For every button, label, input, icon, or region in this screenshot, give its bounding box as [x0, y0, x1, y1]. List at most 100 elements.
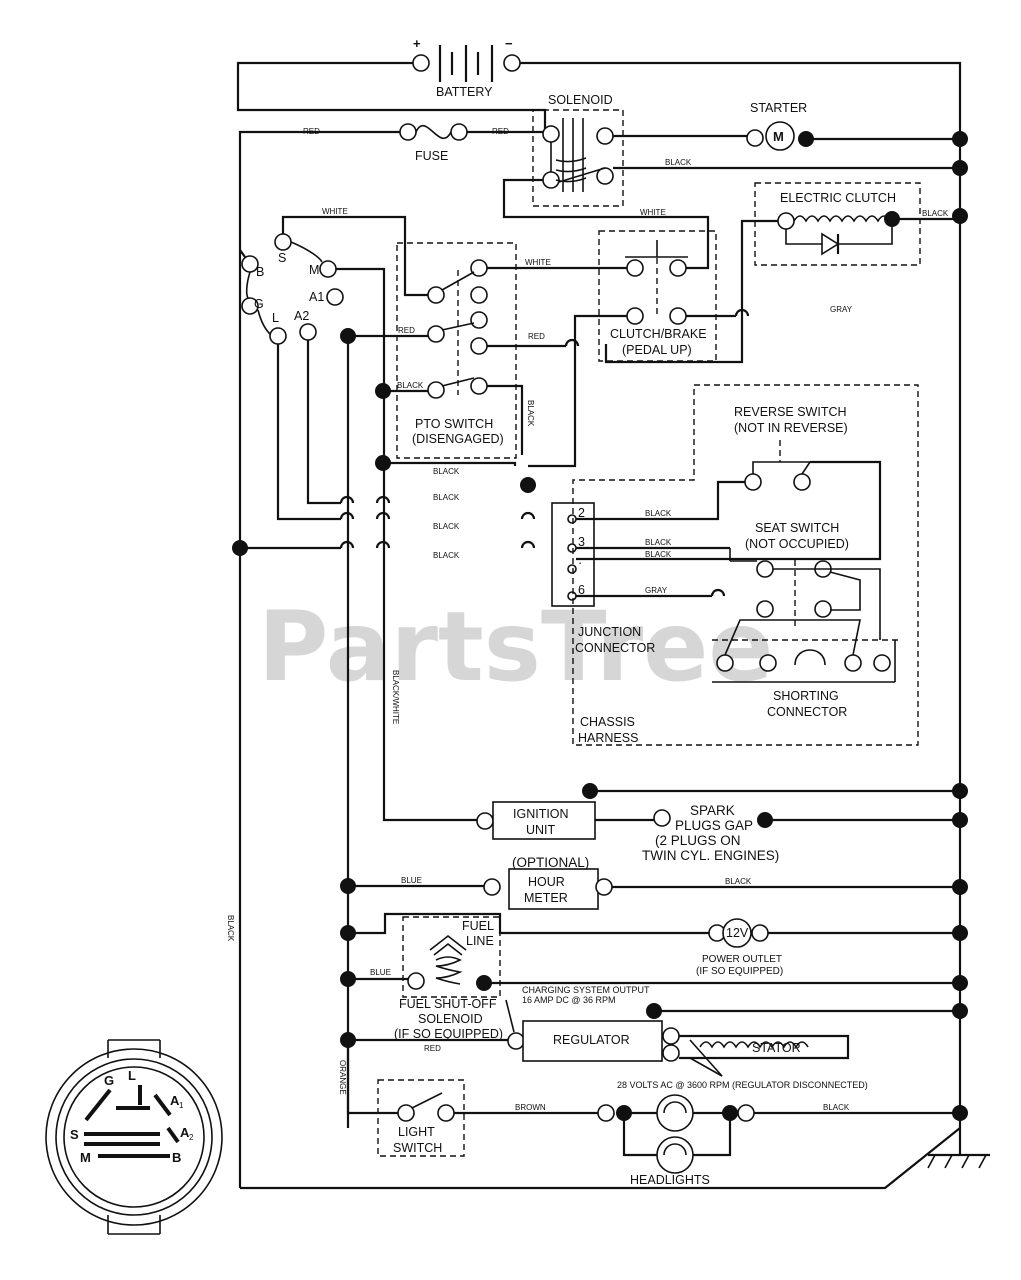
- svg-text:CONNECTOR: CONNECTOR: [767, 705, 847, 719]
- svg-text:RED: RED: [424, 1044, 441, 1053]
- svg-text:LINE: LINE: [466, 934, 494, 948]
- svg-text:RED: RED: [398, 326, 415, 335]
- seat-switch: SEAT SWITCH (NOT OCCUPIED): [729, 521, 881, 640]
- svg-text:TWIN CYL. ENGINES): TWIN CYL. ENGINES): [642, 848, 779, 863]
- svg-text:WHITE: WHITE: [640, 208, 666, 217]
- svg-text:2: 2: [189, 1133, 194, 1142]
- svg-text:L: L: [128, 1068, 136, 1083]
- stator-label: STATOR: [752, 1041, 801, 1055]
- electric-clutch-label: ELECTRIC CLUTCH: [780, 191, 896, 205]
- svg-text:BLACK: BLACK: [645, 538, 672, 547]
- svg-text:1: 1: [179, 1101, 184, 1110]
- fuel-shutoff-solenoid: FUEL LINE BLUE FUEL SHUT-OFF SOLENOID (I…: [340, 912, 960, 1041]
- svg-text:BLACK: BLACK: [226, 915, 235, 942]
- svg-text:S: S: [278, 251, 286, 265]
- svg-text:BLACK/WHITE: BLACK/WHITE: [391, 670, 400, 724]
- svg-text:2: 2: [578, 506, 585, 520]
- pto-switch-state: (DISENGAGED): [412, 432, 504, 446]
- svg-text:B: B: [172, 1150, 181, 1165]
- headlights: HEADLIGHTS BLACK: [597, 1094, 960, 1187]
- svg-text:GRAY: GRAY: [645, 586, 668, 595]
- seat-switch-state: (NOT OCCUPIED): [745, 537, 849, 551]
- battery-label: BATTERY: [436, 85, 493, 99]
- svg-text:L: L: [272, 311, 279, 325]
- seat-switch-label: SEAT SWITCH: [755, 521, 839, 535]
- svg-text:(IF SO EQUIPPED): (IF SO EQUIPPED): [394, 1027, 503, 1041]
- svg-text:A: A: [170, 1093, 180, 1108]
- clutch-brake-switch: CLUTCH/BRAKE (PEDAL UP): [598, 230, 717, 362]
- fuel-shutoff-label: FUEL SHUT-OFF: [399, 997, 497, 1011]
- regulator-label: REGULATOR: [553, 1033, 630, 1047]
- svg-text:(2 PLUGS ON: (2 PLUGS ON: [655, 833, 741, 848]
- svg-text:BLACK: BLACK: [433, 467, 460, 476]
- light-switch-label: LIGHT: [398, 1125, 435, 1139]
- svg-text:SWITCH: SWITCH: [393, 1141, 442, 1155]
- clutch-brake-label: CLUTCH/BRAKE: [610, 327, 707, 341]
- svg-text:A: A: [180, 1125, 190, 1140]
- ground-rail-junctions: [952, 131, 968, 1121]
- svg-text:·: ·: [578, 556, 582, 570]
- svg-text:RED: RED: [528, 332, 545, 341]
- svg-text:PLUGS GAP: PLUGS GAP: [675, 818, 753, 833]
- clutch-brake-state: (PEDAL UP): [622, 343, 692, 357]
- ignition-switch: B S M A1 A2 L G: [241, 233, 344, 345]
- svg-text:G: G: [104, 1073, 114, 1088]
- fuel-line-label: FUEL: [462, 919, 494, 933]
- battery-plus: +: [413, 36, 421, 51]
- svg-text:BLACK: BLACK: [665, 158, 692, 167]
- svg-text:M: M: [80, 1150, 91, 1165]
- svg-text:BLUE: BLUE: [370, 968, 391, 977]
- svg-text:BLACK: BLACK: [645, 509, 672, 518]
- svg-text:BLUE: BLUE: [401, 876, 422, 885]
- reverse-switch-state: (NOT IN REVERSE): [734, 421, 848, 435]
- svg-text:WHITE: WHITE: [322, 207, 348, 216]
- stator-voltage-note: 28 VOLTS AC @ 3600 RPM (REGULATOR DISCON…: [617, 1080, 868, 1090]
- svg-text:GRAY: GRAY: [830, 305, 853, 314]
- spark-plug-label: SPARK: [690, 803, 735, 818]
- svg-text:UNIT: UNIT: [526, 823, 556, 837]
- svg-text:B: B: [256, 265, 264, 279]
- svg-text:A2: A2: [294, 309, 309, 323]
- motor-symbol: M: [773, 129, 784, 144]
- headlights-label: HEADLIGHTS: [630, 1173, 710, 1187]
- junction-label: JUNCTION: [578, 625, 641, 639]
- reverse-switch: REVERSE SWITCH (NOT IN REVERSE): [734, 405, 848, 491]
- shorting-connector-label: SHORTING: [773, 689, 839, 703]
- hour-meter: (OPTIONAL) BLUE HOUR METER BLACK: [340, 855, 960, 910]
- svg-text:METER: METER: [524, 891, 568, 905]
- reverse-switch-label: REVERSE SWITCH: [734, 405, 847, 419]
- svg-text:SOLENOID: SOLENOID: [418, 1012, 483, 1026]
- power-outlet-symbol: 12V: [726, 926, 749, 940]
- svg-text:6: 6: [578, 583, 585, 597]
- chassis-label: CHASSIS: [580, 715, 635, 729]
- power-outlet: 12V POWER OUTLET (IF SO EQUIPPED): [696, 918, 960, 977]
- battery-minus: −: [505, 36, 513, 51]
- frame-wires: [236, 61, 990, 1190]
- svg-text:G: G: [254, 297, 264, 311]
- svg-text:BLACK: BLACK: [823, 1103, 850, 1112]
- svg-text:A1: A1: [309, 290, 324, 304]
- ignition-unit: IGNITION UNIT SPARK PLUGS GAP (2 PLUGS O…: [476, 783, 960, 863]
- watermark: PartsTree: [258, 591, 773, 703]
- svg-text:CONNECTOR: CONNECTOR: [575, 641, 655, 655]
- solenoid: SOLENOID: [532, 93, 624, 207]
- svg-text:BLACK: BLACK: [433, 522, 460, 531]
- pto-switch-label: PTO SWITCH: [415, 417, 493, 431]
- svg-text:(IF SO EQUIPPED): (IF SO EQUIPPED): [696, 966, 783, 977]
- svg-text:BROWN: BROWN: [515, 1103, 546, 1112]
- hour-meter-label: HOUR: [528, 875, 565, 889]
- svg-text:S: S: [70, 1127, 79, 1142]
- svg-text:RED: RED: [492, 127, 509, 136]
- charging-output-label: CHARGING SYSTEM OUTPUT: [522, 985, 650, 995]
- svg-text:BLACK: BLACK: [725, 877, 752, 886]
- svg-text:M: M: [309, 263, 319, 277]
- pto-switch: PTO SWITCH (DISENGAGED): [396, 242, 517, 459]
- svg-text:BLACK: BLACK: [433, 493, 460, 502]
- svg-text:16 AMP DC @ 36 RPM: 16 AMP DC @ 36 RPM: [522, 995, 616, 1005]
- hour-meter-optional: (OPTIONAL): [512, 855, 589, 870]
- starter-label: STARTER: [750, 101, 807, 115]
- svg-text:HARNESS: HARNESS: [578, 731, 638, 745]
- ignition-connector-inset: G L A 1 S A 2 M B: [45, 1039, 223, 1235]
- starter: STARTER M: [746, 101, 960, 151]
